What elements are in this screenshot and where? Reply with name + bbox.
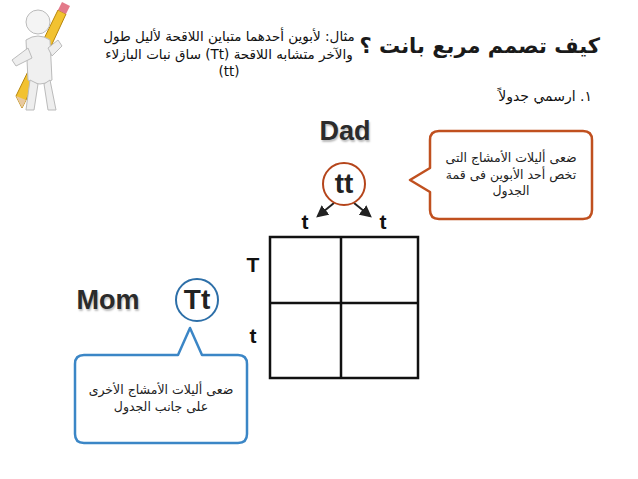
- step-label: ١. ارسمي جدولاً: [498, 88, 592, 104]
- parent-genotype-circle: Tt: [175, 278, 219, 322]
- parent-label: Dad: [319, 116, 370, 147]
- callout-shape: [75, 328, 247, 443]
- example-note: مثال: لأبوين أحدهما متباين اللاقحة لأليل…: [100, 28, 358, 81]
- allele-label: t: [302, 210, 309, 234]
- allele-label: T: [247, 253, 260, 277]
- gamete-arrow: [318, 203, 334, 216]
- callout-text: ضعى أليلات الأمشاج الأخرى على جانب الجدو…: [85, 382, 237, 416]
- pencil-man-icon: [12, 2, 70, 110]
- genotype-text: tt: [335, 168, 354, 200]
- allele-label: t: [250, 324, 257, 348]
- parent-label: Mom: [77, 285, 140, 316]
- title: كيف تصمم مربع بانت ؟: [359, 34, 600, 58]
- callout-shape: [410, 131, 592, 219]
- callout-text: ضعى أليلات الأمشاج التى تخص أحد الأبوين …: [440, 150, 582, 201]
- allele-label: t: [380, 210, 387, 234]
- parent-genotype-circle: tt: [322, 162, 366, 206]
- punnett-grid: [270, 237, 418, 378]
- gamete-arrow: [354, 203, 370, 216]
- callout-box: ضعى أليلات الأمشاج التى تخص أحد الأبوين …: [430, 131, 592, 219]
- genotype-text: Tt: [184, 284, 210, 316]
- callout-box: ضعى أليلات الأمشاج الأخرى على جانب الجدو…: [75, 355, 247, 443]
